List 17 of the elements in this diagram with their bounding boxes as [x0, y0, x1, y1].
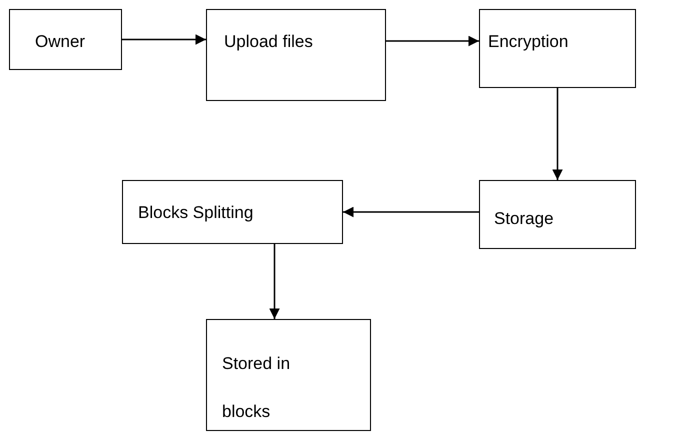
process-box	[9, 9, 122, 70]
arrow	[386, 36, 479, 46]
arrow	[122, 34, 206, 45]
box-label: Owner	[35, 32, 86, 52]
arrow	[552, 88, 563, 180]
box-label: Stored in blocks	[222, 353, 292, 423]
box-label: Encryption	[488, 32, 568, 52]
arrow	[343, 206, 479, 218]
process-box	[479, 9, 636, 88]
box-label: Upload files	[224, 32, 313, 52]
process-box	[206, 319, 371, 431]
box-label: Blocks Splitting	[138, 203, 254, 223]
process-box	[122, 180, 343, 244]
arrow	[269, 244, 280, 319]
process-box	[206, 9, 386, 101]
process-box	[479, 180, 636, 249]
box-label: Storage	[494, 209, 554, 229]
